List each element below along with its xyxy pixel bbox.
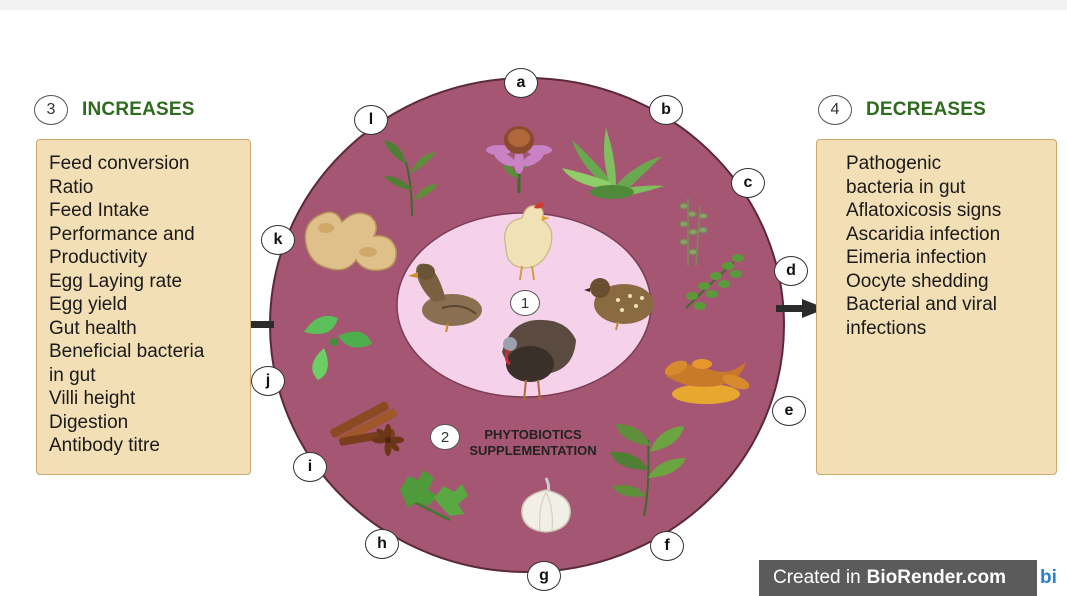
supplementation-line1: PHYTOBIOTICS [448,427,618,443]
decreases-number: 4 [818,95,852,125]
marker-c: c [731,168,765,198]
increases-item: Egg yield [49,293,250,317]
increases-item: in gut [49,364,250,388]
marker-k: k [261,225,295,255]
decreases-box: Pathogenic bacteria in gut Aflatoxicosis… [816,139,1057,475]
marker-a: a [504,68,538,98]
increases-item: Performance and [49,223,250,247]
decreases-item: Eimeria infection [846,246,1056,270]
decreases-item: Bacterial and viral [846,293,1056,317]
increases-item: Feed Intake [49,199,250,223]
footer-prefix: Created in [773,567,861,589]
footer-brand: BioRender.com [867,567,1006,589]
decreases-item: Aflatoxicosis signs [846,199,1056,223]
marker-g: g [527,561,561,591]
increases-item: Gut health [49,317,250,341]
increases-header: 3 INCREASES [34,95,195,125]
supplementation-label: PHYTOBIOTICS SUPPLEMENTATION [448,427,618,459]
decreases-item: Ascaridia infection [846,223,1056,247]
decreases-item: Pathogenic [846,152,1056,176]
increases-number: 3 [34,95,68,125]
increases-item: Productivity [49,246,250,270]
increases-title: INCREASES [82,99,195,121]
supplementation-line2: SUPPLEMENTATION [448,443,618,459]
footer-logo-tail: bi [1037,560,1067,596]
increases-item: Egg Laying rate [49,270,250,294]
decreases-item: bacteria in gut [846,176,1056,200]
marker-h: h [365,529,399,559]
decreases-header: 4 DECREASES [818,95,986,125]
biorender-footer[interactable]: Created in BioRender.com bi [759,560,1067,596]
decreases-item: infections [846,317,1056,341]
increases-item: Digestion [49,411,250,435]
marker-f: f [650,531,684,561]
marker-j: j [251,366,285,396]
marker-e: e [772,396,806,426]
increases-item: Feed conversion [49,152,250,176]
increases-item: Antibody titre [49,434,250,458]
increases-item: Villi height [49,387,250,411]
decreases-item: Oocyte shedding [846,270,1056,294]
center-number: 1 [510,290,540,316]
marker-l: l [354,105,388,135]
decreases-title: DECREASES [866,99,986,121]
increases-box: Feed conversion Ratio Feed Intake Perfor… [36,139,251,475]
marker-i: i [293,452,327,482]
increases-item: Beneficial bacteria [49,340,250,364]
increases-item: Ratio [49,176,250,200]
marker-d: d [774,256,808,286]
marker-b: b [649,95,683,125]
